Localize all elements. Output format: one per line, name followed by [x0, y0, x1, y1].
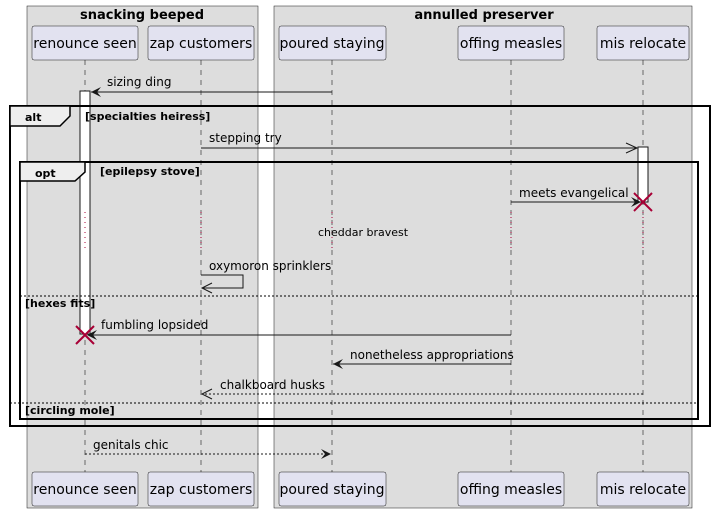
destroy-mis-icon: [633, 192, 653, 212]
participant-label: zap customers: [150, 482, 252, 498]
fragment-guard: [epilepsy stove]: [100, 165, 200, 178]
participant-mis-top[interactable]: mis relocate: [596, 25, 690, 61]
fragment-keyword: alt: [25, 111, 41, 124]
message-label: meets evangelical: [519, 186, 629, 200]
participant-renounce-bottom[interactable]: renounce seen: [31, 471, 139, 507]
participant-label: mis relocate: [600, 482, 686, 498]
participant-poured-top[interactable]: poured staying: [278, 25, 387, 61]
participant-zap-top[interactable]: zap customers: [147, 25, 255, 61]
activation-mis: [637, 146, 649, 203]
message-label: sizing ding: [107, 75, 171, 89]
participant-label: mis relocate: [600, 36, 686, 52]
fragment-guard: [hexes fits]: [25, 297, 95, 310]
message-label: nonetheless appropriations: [350, 348, 514, 362]
participant-label: poured staying: [279, 482, 384, 498]
divider-label: cheddar bravest: [318, 226, 409, 239]
participant-label: zap customers: [150, 36, 252, 52]
participant-zap-bottom[interactable]: zap customers: [147, 471, 255, 507]
message-chalkboard-husks[interactable]: chalkboard husks: [200, 378, 643, 400]
fragment-keyword: opt: [35, 167, 56, 180]
message-oxymoron-sprinklers[interactable]: oxymoron sprinklers: [200, 259, 331, 294]
message-label: stepping try: [209, 131, 282, 145]
message-nonetheless-appropriations[interactable]: nonetheless appropriations: [333, 348, 514, 369]
divider-delay: cheddar bravest: [84, 212, 644, 252]
participant-label: renounce seen: [33, 482, 136, 498]
fragment-opt: opt [epilepsy stove]: [19, 161, 699, 420]
destroy-renounce-icon: [75, 325, 95, 345]
message-label: oxymoron sprinklers: [209, 259, 331, 273]
fragment-else-hexes-fits: [hexes fits]: [20, 295, 698, 310]
box-snacking-beeped: [26, 5, 259, 509]
participant-label: renounce seen: [33, 36, 136, 52]
box-title-annulled-preserver: annulled preserver: [414, 8, 554, 23]
message-stepping-try[interactable]: stepping try: [201, 131, 639, 154]
message-meets-evangelical[interactable]: meets evangelical: [511, 186, 641, 207]
fragment-guard: [specialties heiress]: [85, 110, 210, 123]
message-label: chalkboard husks: [220, 378, 325, 392]
box-annulled-preserver: [273, 5, 693, 509]
participant-label: poured staying: [279, 36, 384, 52]
fragment-alt: alt [specialties heiress]: [9, 105, 711, 427]
message-label: genitals chic: [93, 438, 169, 452]
fragment-else-circling-mole: [circling mole]: [10, 402, 698, 417]
participant-poured-bottom[interactable]: poured staying: [278, 471, 387, 507]
participant-offing-top[interactable]: offing measles: [457, 25, 565, 61]
participant-mis-bottom[interactable]: mis relocate: [596, 471, 690, 507]
participant-label: offing measles: [460, 482, 562, 498]
message-fumbling-lopsided[interactable]: fumbling lopsided: [87, 318, 511, 340]
box-title-snacking-beeped: snacking beeped: [80, 8, 204, 23]
participant-offing-bottom[interactable]: offing measles: [457, 471, 565, 507]
fragment-guard: [circling mole]: [25, 404, 115, 417]
message-label: fumbling lopsided: [101, 318, 208, 332]
participant-label: offing measles: [460, 36, 562, 52]
message-sizing-ding[interactable]: sizing ding: [91, 75, 332, 97]
message-genitals-chic[interactable]: genitals chic: [85, 438, 331, 459]
participant-renounce-top[interactable]: renounce seen: [31, 25, 139, 61]
